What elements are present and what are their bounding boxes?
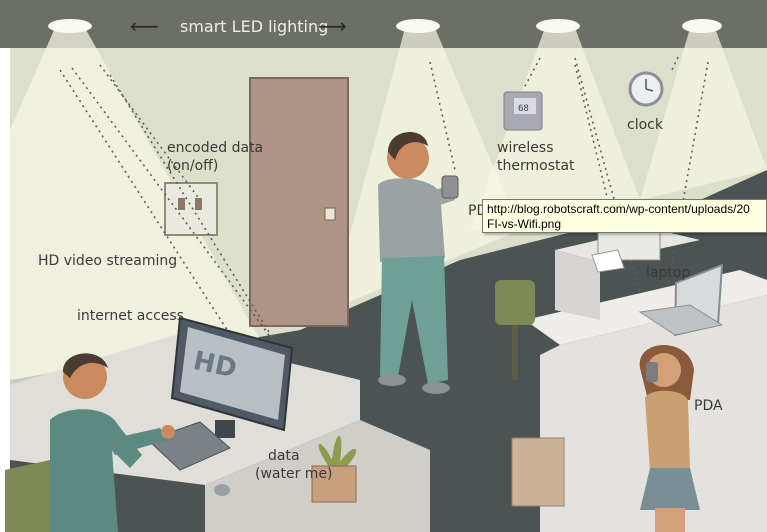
header-arrow-right: ⟶	[318, 18, 347, 35]
standing-man-shoe-2	[422, 382, 450, 394]
header-arrow-left: ⟵	[130, 18, 159, 35]
standing-man-pda	[442, 176, 458, 198]
label-water-me: (water me)	[255, 466, 333, 483]
label-wireless: wireless	[497, 140, 554, 157]
mouse	[214, 484, 230, 496]
label-data: data	[268, 448, 300, 465]
switch-1	[178, 198, 185, 210]
woman-legs	[655, 508, 685, 532]
ceiling-lamp-3	[536, 19, 580, 33]
label-on-off: (on/off)	[167, 158, 218, 175]
label-thermostat: thermostat	[497, 158, 575, 175]
door-knob	[325, 208, 335, 220]
door	[250, 78, 348, 326]
label-pda-woman: PDA	[694, 398, 723, 415]
tooltip-line-2: FI-vs-Wifi.png	[487, 217, 762, 232]
back-counter-front	[555, 250, 600, 320]
back-chair-leg	[512, 325, 518, 380]
light-switch	[165, 183, 217, 235]
ceiling-lamp-2	[396, 19, 440, 33]
tooltip-line-1: http://blog.robotscraft.com/wp-content/u…	[487, 202, 762, 217]
label-clock: clock	[627, 117, 663, 134]
label-encoded-data: encoded data	[167, 140, 263, 157]
thermostat-display: 68	[518, 104, 529, 114]
switch-2	[195, 198, 202, 210]
label-laptop: laptop	[646, 265, 690, 282]
standing-man-shoe-1	[378, 374, 406, 386]
header-title: smart LED lighting	[180, 18, 328, 35]
back-chair-seat	[495, 280, 535, 325]
ceiling-lamp-1	[48, 19, 92, 33]
woman-body	[645, 391, 690, 470]
woman-pda	[646, 362, 658, 382]
label-hd-video: HD video streaming	[38, 253, 177, 270]
ceiling-lamp-4	[682, 19, 722, 33]
monitor-stand	[215, 420, 235, 438]
url-tooltip: http://blog.robotscraft.com/wp-content/u…	[482, 199, 767, 233]
label-internet: internet access	[77, 308, 184, 325]
seated-man-hand	[161, 425, 175, 439]
ceiling	[0, 0, 767, 48]
woman-skirt	[640, 468, 700, 510]
cardboard-box	[512, 438, 564, 506]
